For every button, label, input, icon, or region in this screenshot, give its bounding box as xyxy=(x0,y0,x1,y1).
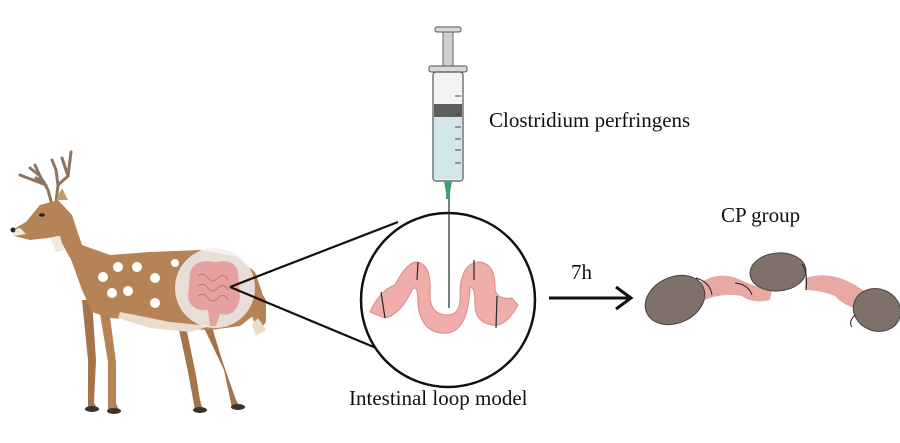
intestinal-loop-icon xyxy=(359,190,537,389)
syringe-icon xyxy=(428,26,468,199)
arrow-right-icon xyxy=(549,285,634,311)
duration-label: 7h xyxy=(571,260,592,284)
zoom-lines xyxy=(229,220,399,357)
swollen-loops-icon xyxy=(644,252,900,332)
model-label: Intestinal loop model xyxy=(349,386,528,410)
intestine-icon xyxy=(175,248,255,328)
bacteria-label: Clostridium perfringens xyxy=(489,108,691,132)
group-label: CP group xyxy=(721,203,801,227)
